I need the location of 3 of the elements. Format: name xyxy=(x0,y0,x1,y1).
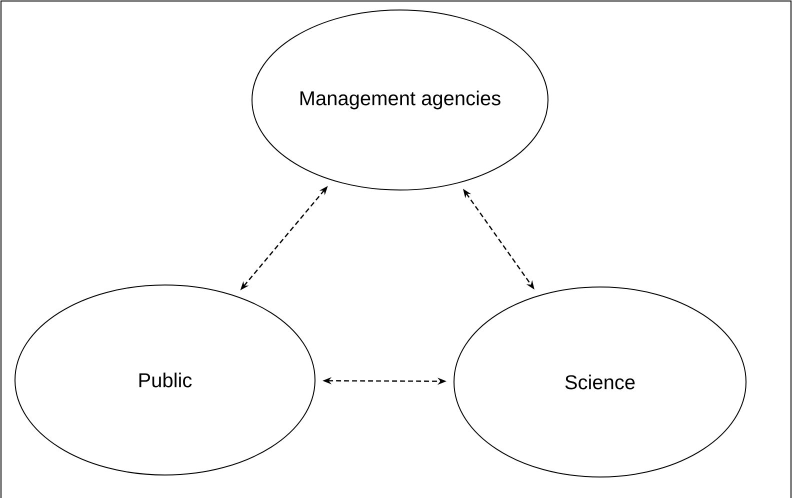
ellipse-node: Management agencies xyxy=(252,10,548,190)
ellipse-node: Science xyxy=(454,286,746,478)
ellipse-node: Public xyxy=(14,284,316,476)
